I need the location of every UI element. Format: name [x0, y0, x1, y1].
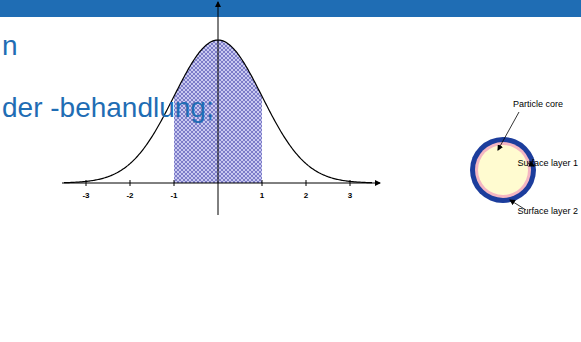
axis-tick-label: 2	[304, 192, 308, 200]
axis-tick-label: -2	[126, 192, 133, 200]
slide-text: n	[2, 32, 18, 60]
axis-tick-label: -3	[82, 192, 89, 200]
leader-line	[498, 112, 519, 150]
part-label: Surface layer 2	[517, 207, 578, 216]
part-label: Surface layer 1	[517, 159, 578, 168]
axis-tick-label: 3	[348, 192, 352, 200]
axis-tick-label: 1	[260, 192, 264, 200]
part-label: Particle core	[513, 100, 563, 109]
axis-tick-label: -1	[170, 192, 177, 200]
x-axis	[62, 183, 380, 184]
particle-figure	[470, 137, 536, 203]
header-bar	[0, 0, 581, 17]
slide-text: der -behandlung;	[2, 94, 214, 122]
y-axis	[218, 2, 219, 215]
